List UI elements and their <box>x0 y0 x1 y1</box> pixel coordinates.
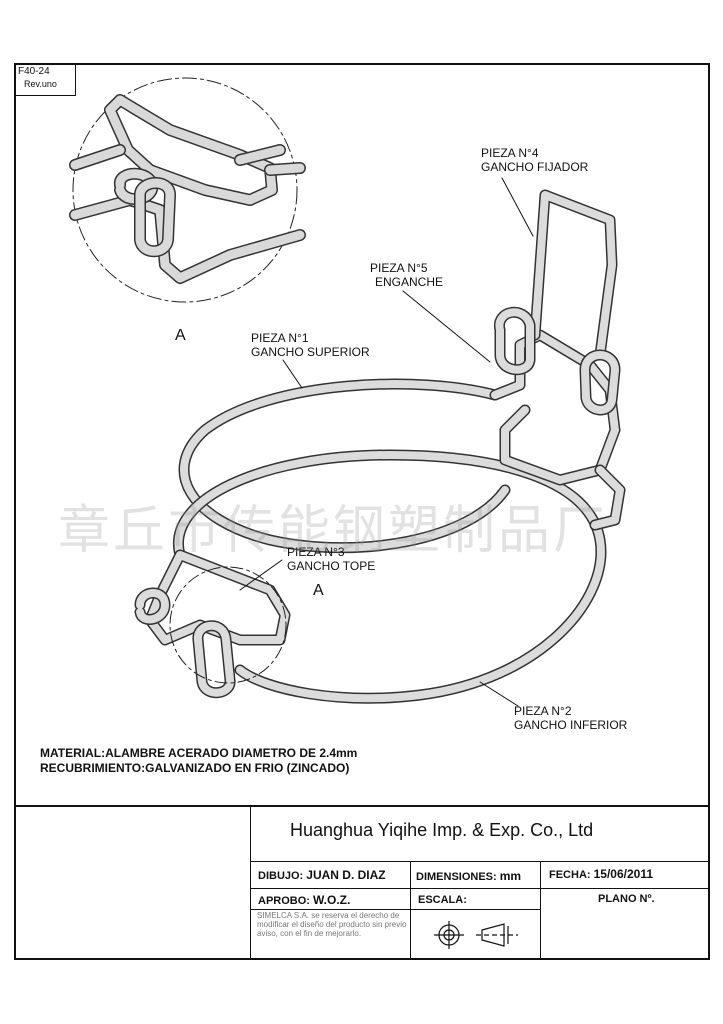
right-links <box>494 306 626 531</box>
title-block-mid-divider <box>410 861 411 960</box>
fixing-hook <box>529 189 618 361</box>
dibujo-cell: DIBUJO: JUAN D. DIAZ <box>258 868 386 882</box>
upper-ring <box>178 378 511 554</box>
material-line: MATERIAL:ALAMBRE ACERADO DIAMETRO DE 2.4… <box>40 746 358 760</box>
part-4-number: PIEZA N°4 <box>481 146 539 160</box>
projection-symbol-icon <box>434 921 518 949</box>
aprobo-value: W.O.Z. <box>313 893 351 907</box>
part-2-name: GANCHO INFERIOR <box>514 718 628 732</box>
title-block-left-divider <box>250 805 251 960</box>
callout-circle <box>169 566 287 684</box>
dimensiones-value: mm <box>499 869 522 883</box>
dimensiones-cell: DIMENSIONES: mm <box>416 869 521 883</box>
part-1-label: PIEZA N°1 GANCHO SUPERIOR <box>251 331 370 359</box>
drawing-sheet-border <box>14 63 710 960</box>
title-block-row-divider-1 <box>250 861 710 862</box>
part-2-label: PIEZA N°2 GANCHO INFERIOR <box>514 704 627 732</box>
company-name: Huanghua Yiqihe Imp. & Exp. Co., Ltd <box>290 820 594 840</box>
aprobo-cell: APROBO: W.O.Z. <box>258 893 350 907</box>
callout-letter: A <box>313 582 324 599</box>
material-spec: MATERIAL:ALAMBRE ACERADO DIAMETRO DE 2.4… <box>40 746 357 776</box>
escala-label: ESCALA: <box>418 894 467 906</box>
watermark-text: 章丘市传能钢塑制品厂 <box>58 501 609 561</box>
escala-cell: ESCALA: <box>418 894 467 906</box>
leader-lines <box>239 177 534 707</box>
title-block-row-divider-2 <box>250 888 710 889</box>
detail-circle <box>72 77 298 303</box>
title-block-top-border <box>14 805 710 807</box>
dibujo-label: DIBUJO: <box>258 870 304 882</box>
sheet-code-box: F40-24 Rev.uno <box>14 63 76 96</box>
detail-wire-view <box>69 94 306 284</box>
dimensiones-label: DIMENSIONES: <box>416 871 497 883</box>
sheet-revision: Rev.uno <box>24 79 57 89</box>
title-block-right-divider <box>540 861 541 960</box>
part-1-number: PIEZA N°1 <box>251 331 309 345</box>
part-5-name: ENGANCHE <box>375 275 444 289</box>
detail-view-letter: A <box>175 327 186 344</box>
part-2-number: PIEZA N°2 <box>514 704 572 718</box>
part-4-name: GANCHO FIJADOR <box>481 160 589 174</box>
part-3-label: PIEZA N°3 GANCHO TOPE <box>287 545 375 573</box>
fecha-value: 15/06/2011 <box>593 867 654 881</box>
plano-label: PLANO Nº. <box>598 893 655 905</box>
plano-cell: PLANO Nº. <box>598 893 655 905</box>
fecha-cell: FECHA: 15/06/2011 <box>549 867 653 881</box>
disclaimer-note: SIMELCA S.A. se reserva el derecho de mo… <box>257 911 407 938</box>
left-clasp <box>134 549 291 699</box>
aprobo-label: APROBO: <box>258 895 310 907</box>
part-4-label: PIEZA N°4 GANCHO FIJADOR <box>481 146 588 174</box>
part-5-number: PIEZA N°5 <box>370 261 428 275</box>
part-3-number: PIEZA N°3 <box>287 545 345 559</box>
part-3-name: GANCHO TOPE <box>287 559 376 573</box>
part-5-label: PIEZA N°5 ENGANCHE <box>370 261 443 289</box>
part-1-name: GANCHO SUPERIOR <box>251 345 370 359</box>
title-block-row-divider-3 <box>250 909 540 910</box>
dibujo-value: JUAN D. DIAZ <box>306 868 386 882</box>
coating-line: RECUBRIMIENTO:GALVANIZADO EN FRIO (ZINCA… <box>40 761 350 775</box>
fecha-label: FECHA: <box>549 869 591 881</box>
sheet-code: F40-24 <box>18 66 50 77</box>
